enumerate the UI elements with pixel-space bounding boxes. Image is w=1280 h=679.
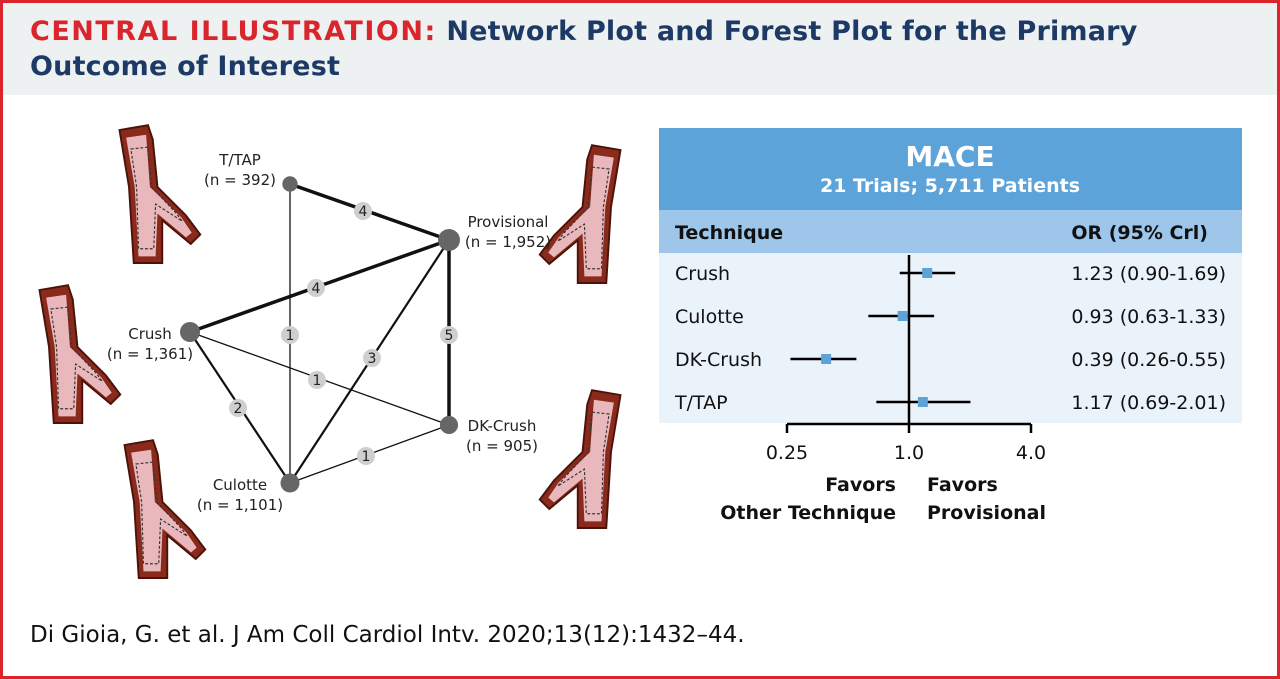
x-tick-label: 0.25 xyxy=(766,442,808,464)
edge-trial-badge xyxy=(440,326,458,344)
column-header-technique: Technique xyxy=(675,222,783,244)
edge-trial-count: 3 xyxy=(368,351,377,367)
row-technique: Crush xyxy=(675,263,730,285)
edge-trial-badge xyxy=(357,447,375,465)
stent-vessel-icon xyxy=(123,439,207,579)
favors-right-line2: Provisional xyxy=(927,502,1046,524)
favors-left-line2: Other Technique xyxy=(720,502,896,524)
point-estimate xyxy=(922,268,933,278)
figure-title: CENTRAL ILLUSTRATION: Network Plot and F… xyxy=(30,14,1250,84)
edge-trial-badge xyxy=(363,349,381,367)
column-header-or: OR (95% Crl) xyxy=(1071,222,1208,244)
edge-trial-count: 5 xyxy=(445,328,454,344)
stent-vessel-icon xyxy=(118,124,202,264)
edge-trial-count: 4 xyxy=(312,281,321,297)
forest-header xyxy=(659,128,1242,210)
network-node xyxy=(280,473,300,493)
forest-body xyxy=(659,253,1242,423)
edge-trial-count: 1 xyxy=(362,449,371,465)
vessel-lumen xyxy=(126,134,192,257)
forest-title: MACE xyxy=(905,140,994,173)
edge-trial-badge xyxy=(354,202,372,220)
stent-mesh xyxy=(135,461,188,565)
title-band xyxy=(3,3,1277,95)
point-estimate xyxy=(897,311,908,321)
network-node xyxy=(179,321,201,343)
node-label: T/TAP xyxy=(218,151,261,169)
edge-trial-badge xyxy=(307,279,325,297)
network-node xyxy=(439,415,459,435)
node-label: Culotte xyxy=(213,476,267,494)
row-or-value: 1.23 (0.90-1.69) xyxy=(1071,263,1226,285)
citation: Di Gioia, G. et al. J Am Coll Cardiol In… xyxy=(30,622,745,648)
edge-trial-count: 4 xyxy=(359,204,368,220)
point-estimate xyxy=(821,354,832,364)
stent-vessel-icon xyxy=(538,389,622,529)
stent-mesh xyxy=(50,306,103,410)
edge-trial-badge xyxy=(229,399,247,417)
node-sample-size: (n = 392) xyxy=(204,171,276,189)
stent-vessel-icon xyxy=(38,284,122,424)
network-node xyxy=(438,229,460,251)
network-node xyxy=(282,176,298,192)
node-sample-size: (n = 1,952) xyxy=(465,233,551,251)
forest-column-header xyxy=(659,210,1242,253)
x-tick-label: 1.0 xyxy=(894,442,924,464)
title-text: Network Plot and Forest Plot for the Pri… xyxy=(30,16,1138,82)
edge-trial-count: 1 xyxy=(313,373,322,389)
row-technique: T/TAP xyxy=(674,392,728,414)
edge-trial-badge xyxy=(281,326,299,344)
title-prefix: CENTRAL ILLUSTRATION: xyxy=(30,16,437,47)
stent-mesh xyxy=(130,146,183,250)
x-tick-label: 4.0 xyxy=(1016,442,1046,464)
node-sample-size: (n = 1,361) xyxy=(107,345,193,363)
node-label: Crush xyxy=(128,325,171,343)
stent-mesh xyxy=(557,166,610,270)
row-or-value: 1.17 (0.69-2.01) xyxy=(1071,392,1226,414)
node-sample-size: (n = 905) xyxy=(466,437,538,455)
edge-trial-badge xyxy=(308,371,326,389)
stent-mesh xyxy=(557,411,610,515)
edge-trial-count: 1 xyxy=(286,328,295,344)
vessel-lumen xyxy=(548,154,614,277)
vessel-lumen xyxy=(548,399,614,522)
edge-trial-count: 2 xyxy=(234,401,243,417)
favors-right-line1: Favors xyxy=(927,474,998,496)
row-or-value: 0.93 (0.63-1.33) xyxy=(1071,306,1226,328)
node-label: Provisional xyxy=(468,213,549,231)
forest-subtitle: 21 Trials; 5,711 Patients xyxy=(820,175,1080,197)
node-sample-size: (n = 1,101) xyxy=(197,496,283,514)
vessel-lumen xyxy=(131,449,197,572)
row-or-value: 0.39 (0.26-0.55) xyxy=(1071,349,1226,371)
row-technique: Culotte xyxy=(675,306,744,328)
favors-left-line1: Favors xyxy=(825,474,896,496)
point-estimate xyxy=(917,397,928,407)
node-label: DK-Crush xyxy=(468,417,537,435)
vessel-lumen xyxy=(46,294,112,417)
row-technique: DK-Crush xyxy=(675,349,762,371)
stent-vessel-icon xyxy=(538,144,622,284)
